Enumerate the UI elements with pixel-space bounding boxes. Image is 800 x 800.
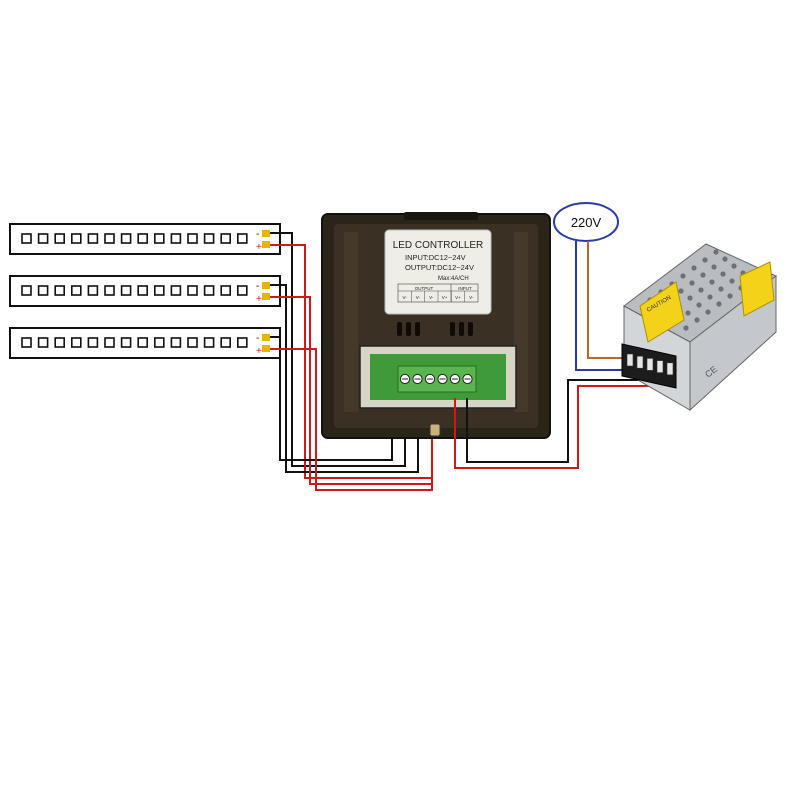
led-segment <box>220 337 231 348</box>
led-segment <box>87 337 99 348</box>
psu-warning-label <box>639 281 685 343</box>
led-segment <box>187 285 198 296</box>
led-segment <box>187 233 198 244</box>
pad-positive <box>262 345 270 352</box>
power-supply-unit: CAUTION CE <box>621 243 777 412</box>
led-segment <box>87 233 99 244</box>
led-segment <box>120 285 132 296</box>
led-controller: LED CONTROLLER INPUT:DC12~24V OUTPUT:DC1… <box>321 212 551 439</box>
led-segment <box>154 337 165 348</box>
led-segment <box>104 337 115 348</box>
led-strip-3: - + <box>9 327 281 359</box>
led-segment <box>120 233 132 244</box>
led-segment <box>137 285 148 296</box>
controller-title: LED CONTROLLER <box>393 240 484 251</box>
strip-negative-label: - <box>256 333 259 344</box>
led-segment <box>37 233 49 244</box>
led-strip-segments <box>21 233 248 244</box>
wire-strip3-negative <box>270 336 393 461</box>
strip-negative-label: - <box>256 229 259 240</box>
led-segment <box>170 337 182 348</box>
led-segment <box>137 233 148 244</box>
led-segment <box>170 233 182 244</box>
led-segment <box>104 285 115 296</box>
wire-strip2-positive <box>270 296 432 485</box>
terminal-label: V- <box>429 295 434 300</box>
led-segment <box>71 285 82 296</box>
led-segment <box>187 337 198 348</box>
pad-positive <box>262 293 270 300</box>
led-segment <box>54 285 66 296</box>
terminal-label: V- <box>402 295 407 300</box>
wire-strip1-positive <box>270 244 433 479</box>
led-segment <box>71 337 82 348</box>
controller-output-spec: OUTPUT:DC12~24V <box>405 263 474 272</box>
wire-dc-negative <box>466 379 660 463</box>
ac-power-source: 220V <box>553 202 619 242</box>
terminal-screws <box>399 373 473 385</box>
led-segment <box>54 337 66 348</box>
strip-wiring <box>270 232 433 491</box>
led-segment <box>104 233 115 244</box>
led-segment <box>71 233 82 244</box>
led-segment <box>237 233 248 244</box>
pad-negative <box>262 230 270 237</box>
terminal-label: V- <box>469 295 474 300</box>
controller-vents <box>397 322 473 336</box>
wire-dc-positive <box>454 385 672 469</box>
led-segment <box>220 233 231 244</box>
psu-terminal <box>656 360 664 373</box>
led-segment <box>203 233 215 244</box>
led-strip-2: - + <box>9 275 281 307</box>
output-group-label: OUTPUT <box>415 286 434 291</box>
pad-negative <box>262 282 270 289</box>
psu-terminal <box>646 358 654 371</box>
led-segment <box>203 337 215 348</box>
led-segment <box>203 285 215 296</box>
controller-max-current: Max:4A/CH <box>438 276 469 282</box>
led-segment <box>237 285 248 296</box>
led-segment <box>37 337 49 348</box>
psu-terminals <box>626 353 674 376</box>
terminal-label: V+ <box>455 295 461 300</box>
led-segment <box>37 285 49 296</box>
terminal-label-row: V- V- V- V+ V+ V- <box>402 291 474 302</box>
led-segment <box>21 285 32 296</box>
pad-negative <box>262 334 270 341</box>
led-segment <box>54 233 66 244</box>
wire-strip1-negative <box>270 232 406 467</box>
strip-positive-label: + <box>256 346 262 357</box>
led-segment <box>21 233 32 244</box>
led-segment <box>87 285 99 296</box>
led-segment <box>237 337 248 348</box>
led-segment <box>170 285 182 296</box>
led-segment <box>137 337 148 348</box>
strip-positive-label: + <box>256 294 262 305</box>
led-segment <box>154 233 165 244</box>
pad-positive <box>262 241 270 248</box>
psu-terminal <box>666 362 674 376</box>
led-segment <box>154 285 165 296</box>
wire-ac-blue <box>575 241 640 371</box>
psu-terminal <box>626 353 634 367</box>
ac-voltage-label: 220V <box>571 215 602 230</box>
led-segment <box>120 337 132 348</box>
led-strip-segments <box>21 285 248 296</box>
terminal-label: V- <box>416 295 421 300</box>
strip-negative-label: - <box>256 281 259 292</box>
led-strip-1: - + <box>9 223 281 255</box>
led-strip-segments <box>21 337 248 348</box>
terminal-label: V+ <box>442 295 448 300</box>
input-group-label: INPUT <box>458 286 472 291</box>
psu-terminal <box>636 355 644 369</box>
wire-strip2-negative <box>270 284 419 473</box>
ac-source-circle <box>553 202 619 242</box>
wire-strip3-positive <box>270 348 433 491</box>
strip-positive-label: + <box>256 242 262 253</box>
led-segment <box>21 337 32 348</box>
controller-input-spec: INPUT:DC12~24V <box>405 253 466 262</box>
led-segment <box>220 285 231 296</box>
